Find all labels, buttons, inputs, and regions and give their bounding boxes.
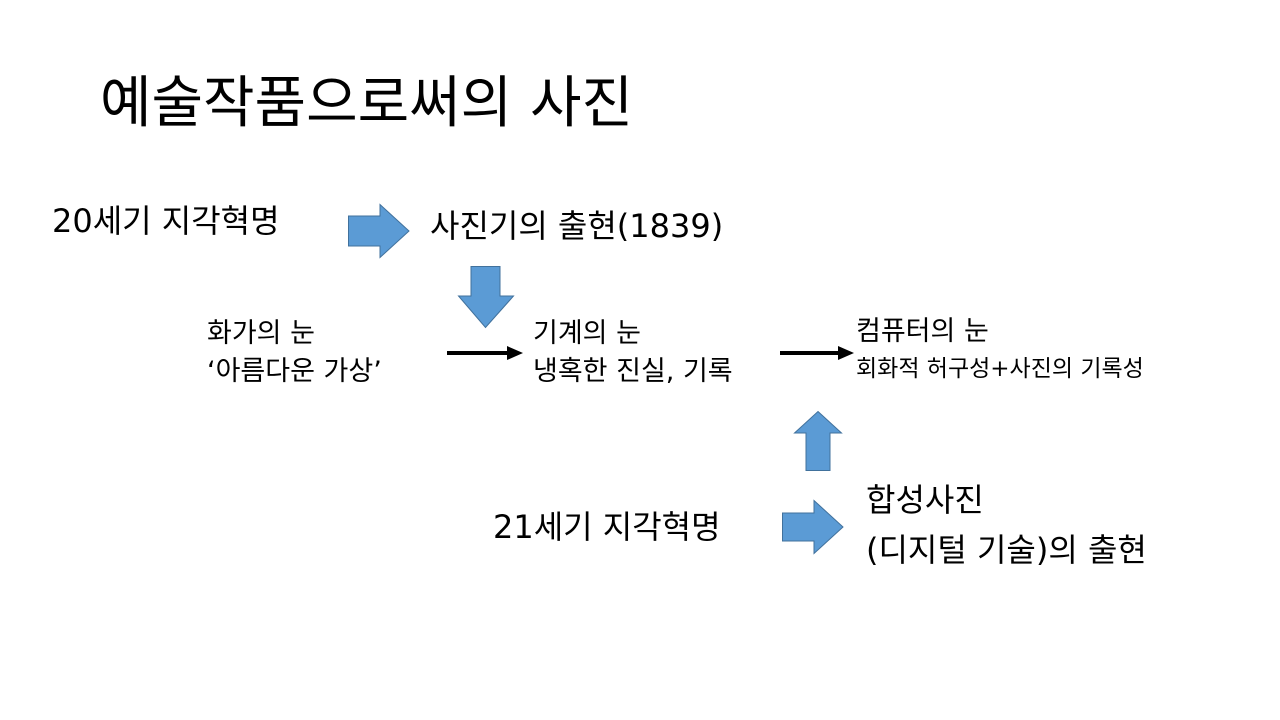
line-arrow-right-icon: [447, 346, 523, 360]
painter-eye-description: ‘아름다운 가상’: [207, 356, 382, 387]
block-arrow-right-icon: [348, 203, 410, 259]
computer-eye-label: 컴퓨터의 눈: [856, 316, 989, 347]
block-arrow-right-icon: [782, 499, 844, 555]
synthetic-photo-label: 합성사진: [866, 481, 984, 519]
camera-emergence-label: 사진기의 출현(1839): [430, 207, 724, 245]
block-arrow-up-icon: [793, 410, 843, 471]
machine-eye-description: 냉혹한 진실, 기록: [533, 356, 733, 387]
painter-eye-label: 화가의 눈: [207, 318, 315, 349]
slide-title: 예술작품으로써의 사진: [100, 71, 634, 136]
block-arrow-down-icon: [457, 266, 515, 329]
machine-eye-label: 기계의 눈: [533, 318, 641, 349]
synthetic-photo-description: (디지털 기술)의 출현: [866, 531, 1147, 569]
perceptual-revolution-20c-label: 20세기 지각혁명: [52, 202, 280, 240]
computer-eye-description: 회화적 허구성+사진의 기록성: [856, 356, 1144, 382]
perceptual-revolution-21c-label: 21세기 지각혁명: [493, 508, 721, 546]
line-arrow-right-icon: [780, 346, 854, 360]
